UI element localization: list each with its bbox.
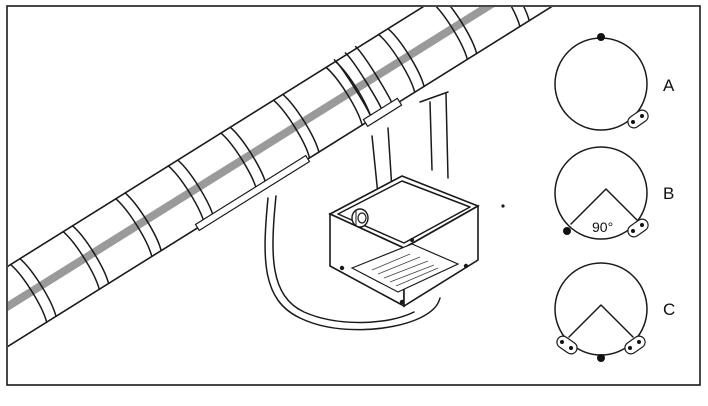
tape-band-edge [115,198,153,258]
tape-band-edge [325,66,363,126]
tape-band-edge [272,99,311,159]
option-c-angle-lines [568,304,634,338]
option-c-view: C [554,262,675,362]
box-screw [399,299,405,305]
option-c-bracket-left [556,335,578,355]
tape-band-edge [377,33,416,93]
option-b-bracket [627,218,649,238]
option-b-label: B [663,184,674,203]
tape-band-edge [387,27,425,88]
option-b-cable-dot [563,227,571,235]
option-c-bracket-right [624,335,646,355]
option-a-view: A [554,33,675,131]
option-a-cable-dot [597,33,605,41]
option-b-angle-text: 90° [592,219,613,235]
connection-cable-inner [272,195,415,324]
tape-band-edge [9,263,48,323]
option-c-cable-dot [597,354,605,362]
tape-band-edge [220,132,258,192]
option-c-label: C [663,300,675,319]
box-label [350,243,460,293]
option-b-angle-lines [570,188,642,225]
tape-band-edge [492,7,530,22]
tape-band-edge [229,126,268,186]
cable-slot [194,154,311,232]
tape-band-edge [19,257,57,318]
tape-band-edge [0,290,7,350]
pipe [0,7,589,367]
junction-box [328,175,505,308]
box-screw [410,238,414,242]
tape-band-edge [71,225,110,285]
heating-cable [8,7,572,341]
tape-band-edge [483,7,521,28]
support-bracket [371,91,449,196]
tape-band-edge [282,93,320,153]
box-screw [463,263,469,269]
tape-band-edge [167,165,206,225]
box-label-fineprint [371,253,439,287]
tape-band-edge [62,230,101,291]
tape-band-edge [176,159,215,219]
cable-gland [351,208,369,228]
option-a-bracket [627,109,649,129]
tape-band-edge [430,7,469,61]
option-a-label: A [663,76,675,95]
mounting-dot [501,204,505,208]
option-b-view: 90° B [554,146,674,240]
box-screw [339,265,345,271]
connection-cable [264,197,441,331]
